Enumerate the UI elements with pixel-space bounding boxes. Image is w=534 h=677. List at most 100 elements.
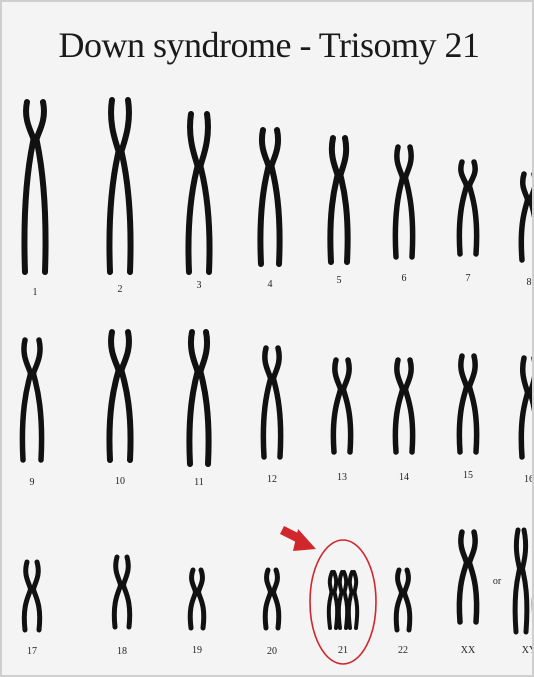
chromosome-label: 13 xyxy=(337,472,347,483)
chromosome-label: 8 xyxy=(527,277,532,288)
chromosome-label: 21 xyxy=(338,645,348,656)
chromosome-label: 2 xyxy=(118,284,123,295)
chromosome-pair-12: 12 xyxy=(263,348,280,485)
chromosome-label: 7 xyxy=(466,273,471,284)
chromatid-right xyxy=(531,174,534,260)
chromosome-label: 15 xyxy=(463,470,473,481)
chromatid-right xyxy=(341,138,348,262)
chromosome-pair-5: 5 xyxy=(330,138,347,286)
chromosome-pair-xy: XY xyxy=(515,530,534,656)
chromatid-right xyxy=(199,570,204,628)
chromatid-left xyxy=(109,100,118,272)
chromatid-right xyxy=(274,348,281,457)
chromosome-pair-18: 18 xyxy=(114,557,129,657)
chromosome-pair-13: 13 xyxy=(333,360,350,483)
chromosome-label: 16 xyxy=(524,474,534,485)
chromosome-pair-22: 22 xyxy=(396,570,410,656)
chromosome-pair-17: 17 xyxy=(24,562,39,657)
chromatid-left xyxy=(22,340,30,460)
chromatid-right xyxy=(272,130,280,264)
chromatid-left xyxy=(260,130,268,264)
chromosome-pair-1: 1 xyxy=(24,102,45,298)
chromatid-left xyxy=(24,562,30,630)
chromosome-label: 10 xyxy=(115,476,125,487)
chromosome-label: XX xyxy=(461,645,476,656)
chromosome-pair-4: 4 xyxy=(260,130,279,290)
chromatid-left xyxy=(114,557,120,627)
chromatid-right xyxy=(201,332,209,464)
chromatid-left xyxy=(396,570,401,630)
chromatid-right xyxy=(406,147,413,257)
chromatid-left xyxy=(330,138,337,262)
chromosome-label: 17 xyxy=(27,646,37,657)
chromosome-pair-6: 6 xyxy=(395,147,412,284)
chromatid-left xyxy=(521,174,527,260)
chromatid-left xyxy=(190,570,195,628)
chromosome-pair-16: 16 xyxy=(521,358,534,485)
chromosome-pair-11: 11 xyxy=(189,332,208,488)
chromosome-pair-xx: XX xyxy=(459,532,476,656)
chromosome-pair-10: 10 xyxy=(109,332,130,487)
chromosome-label: 3 xyxy=(197,280,202,291)
chromatid-right xyxy=(34,340,42,460)
chromosome-label: 6 xyxy=(402,273,407,284)
chromatid-right xyxy=(124,557,130,627)
chromatid-right xyxy=(523,530,527,632)
or-connector: or xyxy=(493,576,502,587)
chromosome-label: 5 xyxy=(337,275,342,286)
chromosome-pair-7: 7 xyxy=(459,162,476,284)
chromosome-label: 9 xyxy=(30,477,35,488)
chromosome-pair-8: 8 xyxy=(521,174,534,288)
chromatid-right xyxy=(470,162,477,254)
chromatid-left xyxy=(265,570,270,628)
chromosome-label: 20 xyxy=(267,646,277,657)
chromosome-label: 12 xyxy=(267,474,277,485)
chromatid-left xyxy=(189,332,197,464)
chromatid-right xyxy=(37,102,46,272)
chromosome-pair-2: 2 xyxy=(109,100,130,295)
chromosome-label: 19 xyxy=(192,645,202,656)
highlight-arrow-icon xyxy=(282,529,316,551)
chromosome-pair-9: 9 xyxy=(22,340,41,488)
chromosome-label: 18 xyxy=(117,646,127,657)
chromatid-left xyxy=(459,532,466,622)
chromosome-label: 4 xyxy=(268,279,273,290)
chromatid-left xyxy=(459,356,466,452)
chromatid-right xyxy=(34,562,40,630)
chromatid-left xyxy=(521,358,527,457)
chromatid-left xyxy=(188,114,197,272)
chromatid-left xyxy=(515,530,519,632)
chromatid-left xyxy=(339,572,342,628)
chromatid-right xyxy=(122,332,131,460)
chromosome-pair-19: 19 xyxy=(190,570,204,656)
chromosome-pair-20: 20 xyxy=(265,570,279,657)
chromosome-pair-15: 15 xyxy=(459,356,476,481)
chromatid-right xyxy=(470,356,477,452)
chromosome-label: 22 xyxy=(398,645,408,656)
chromosome-label: 14 xyxy=(399,472,409,483)
chromatid-right xyxy=(334,572,337,628)
chromatid-right xyxy=(344,360,351,452)
chromosome-label: 1 xyxy=(33,287,38,298)
chromatid-right xyxy=(122,100,131,272)
chromatid-left xyxy=(349,572,352,628)
chromatid-left xyxy=(333,360,340,452)
chromatid-right xyxy=(201,114,210,272)
chromosome-pair-21: 21 xyxy=(282,529,376,664)
chromatid-right xyxy=(406,360,413,452)
chromatid-right xyxy=(405,570,410,630)
chromatid-right xyxy=(274,570,279,628)
chromosome-pair-3: 3 xyxy=(188,114,209,291)
chromatid-right xyxy=(531,358,534,457)
chromatid-right xyxy=(354,572,357,628)
chromatid-right xyxy=(470,532,477,622)
chromosome-pair-14: 14 xyxy=(395,360,412,483)
chromatid-left xyxy=(24,102,33,272)
chromatid-left xyxy=(395,147,402,257)
chromatid-left xyxy=(329,572,332,628)
chromatid-right xyxy=(344,572,347,628)
chromatid-left xyxy=(263,348,270,457)
chromosome-label: 11 xyxy=(194,477,204,488)
